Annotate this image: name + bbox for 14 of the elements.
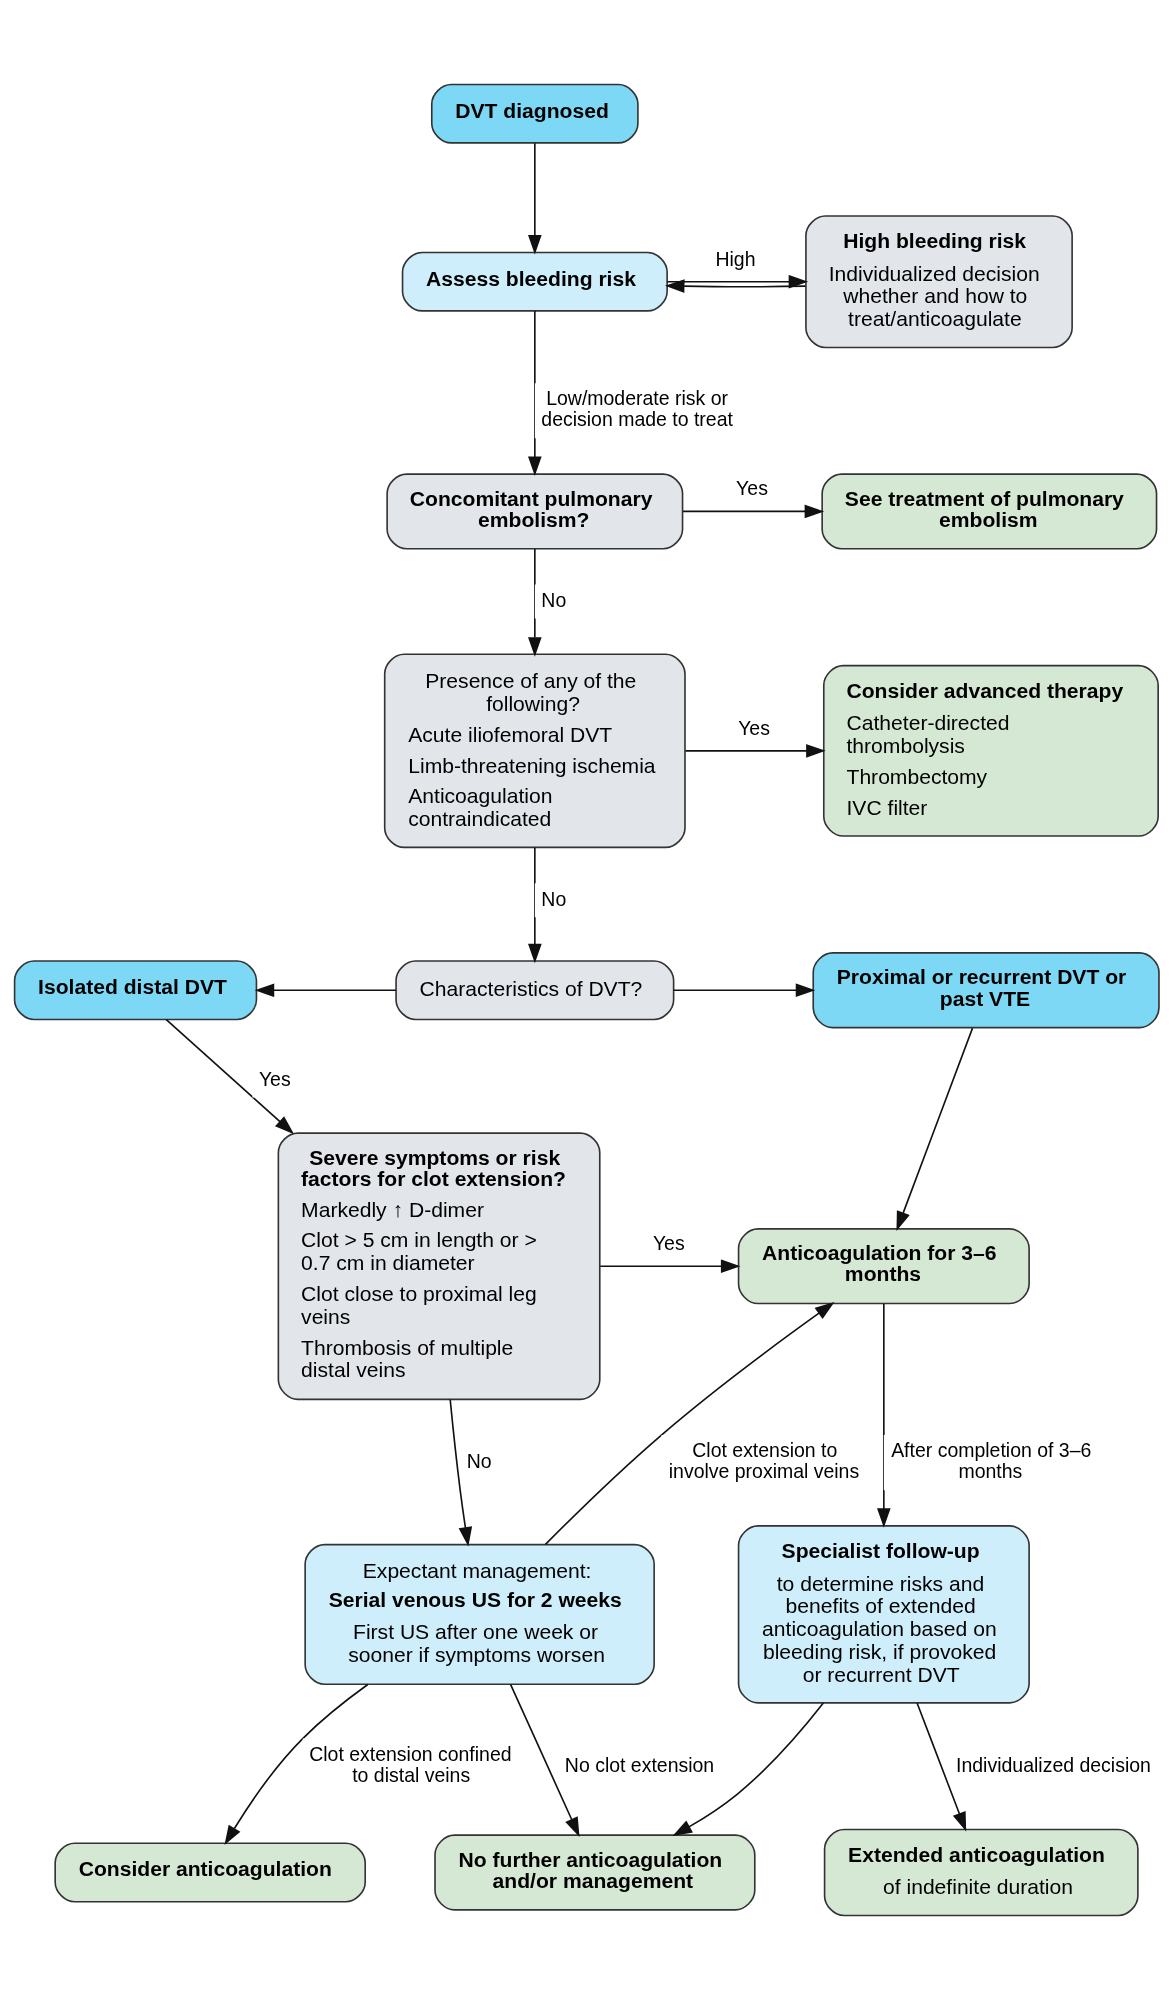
edge-label: No (541, 588, 567, 611)
edge-label: High (715, 247, 756, 270)
edge-label: No (466, 1449, 492, 1472)
edge-label: No (541, 887, 567, 910)
edge-label: Clot extension confined to distal veins (309, 1742, 512, 1786)
edge-label: Yes (258, 1067, 291, 1090)
edge-label: Low/moderate risk or decision made to treat (541, 386, 733, 430)
edge-label: Yes (736, 476, 768, 499)
edge-label: After completion of 3–6 months (891, 1438, 1092, 1482)
edge-label: Individualized decision (956, 1753, 1151, 1776)
edge-label: Clot extension to involve proximal veins (668, 1438, 860, 1482)
edge-label: Yes (652, 1231, 685, 1254)
edge-label: No clot extension (564, 1753, 715, 1776)
edge-label: Yes (738, 716, 770, 739)
